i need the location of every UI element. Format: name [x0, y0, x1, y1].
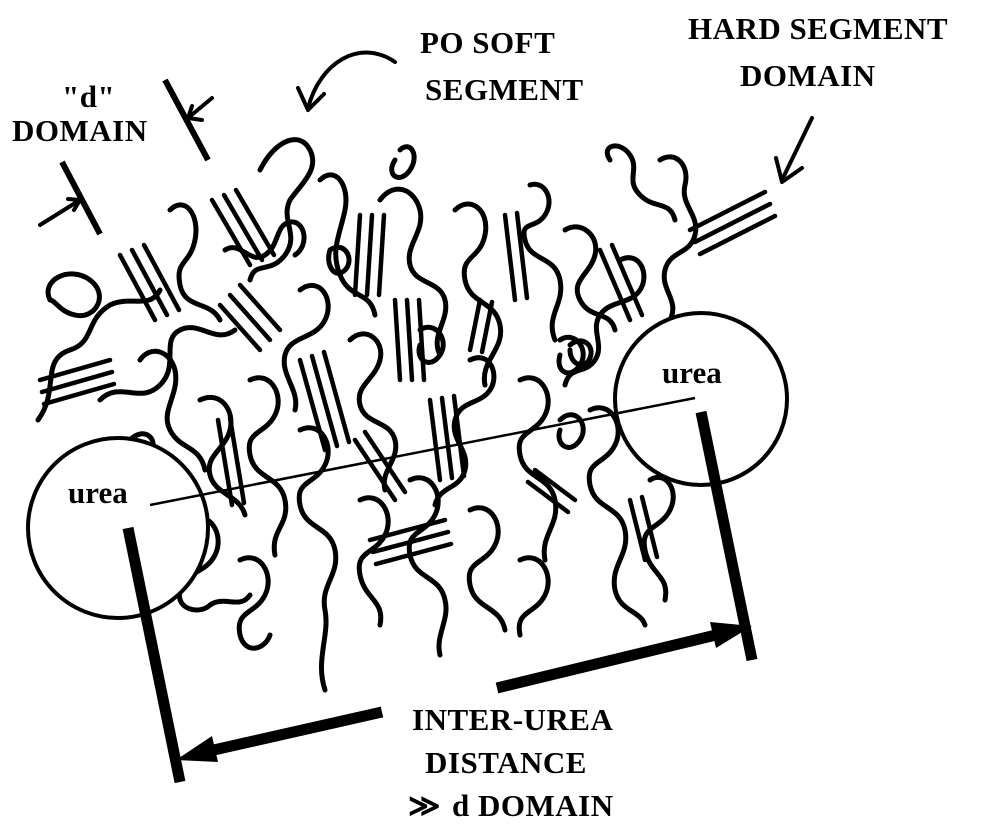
- inter-urea-label-line3: d DOMAIN: [452, 788, 614, 823]
- urea-circle-right: [615, 313, 787, 485]
- soft-chain: [644, 477, 673, 600]
- hard-segment-pointer: [776, 118, 812, 182]
- arrowhead-left-icon: [176, 736, 218, 762]
- inter-urea-label-line1: INTER-UREA: [412, 702, 613, 737]
- soft-chain: [565, 227, 615, 330]
- soft-chain: [299, 428, 336, 690]
- d-quote-label: "d": [62, 79, 115, 114]
- soft-chain: [524, 184, 561, 340]
- hard-segment-stack: [690, 192, 775, 254]
- soft-chain: [249, 378, 286, 555]
- soft-chain: [519, 558, 548, 635]
- hard-segment-stack: [395, 300, 424, 380]
- hard-segment-stack: [355, 215, 384, 295]
- hard-segment-stack: [505, 213, 527, 300]
- po-soft-label-line1: PO SOFT: [420, 25, 555, 60]
- po-soft-label-line2: SEGMENT: [425, 72, 584, 107]
- soft-chain: [392, 147, 414, 178]
- hard-segment-stack: [220, 285, 280, 350]
- urea-label-left: urea: [68, 475, 128, 510]
- hard-segment-label-line1: HARD SEGMENT: [688, 11, 948, 46]
- much-greater-symbol: ≫: [408, 788, 441, 823]
- soft-chain: [48, 274, 99, 316]
- d-domain-lower-marker: [40, 162, 100, 234]
- soft-chain: [409, 478, 446, 655]
- d-domain-upper-marker: [165, 80, 212, 160]
- dimension-arm-left: [205, 712, 382, 752]
- inter-urea-label-line2: DISTANCE: [425, 745, 587, 780]
- d-domain-label: DOMAIN: [12, 113, 148, 148]
- soft-chain: [100, 328, 235, 400]
- soft-chain: [469, 508, 505, 630]
- hard-segment-label-line2: DOMAIN: [740, 58, 876, 93]
- po-soft-segment-pointer: [298, 53, 395, 110]
- soft-chain: [660, 157, 696, 320]
- urea-label-right: urea: [662, 355, 722, 390]
- soft-chain: [519, 378, 556, 560]
- hard-segment-stack: [120, 245, 179, 320]
- hard-segment-stack: [470, 300, 492, 352]
- dimension-arm-right: [497, 634, 720, 688]
- urea-circle-left: [28, 438, 208, 618]
